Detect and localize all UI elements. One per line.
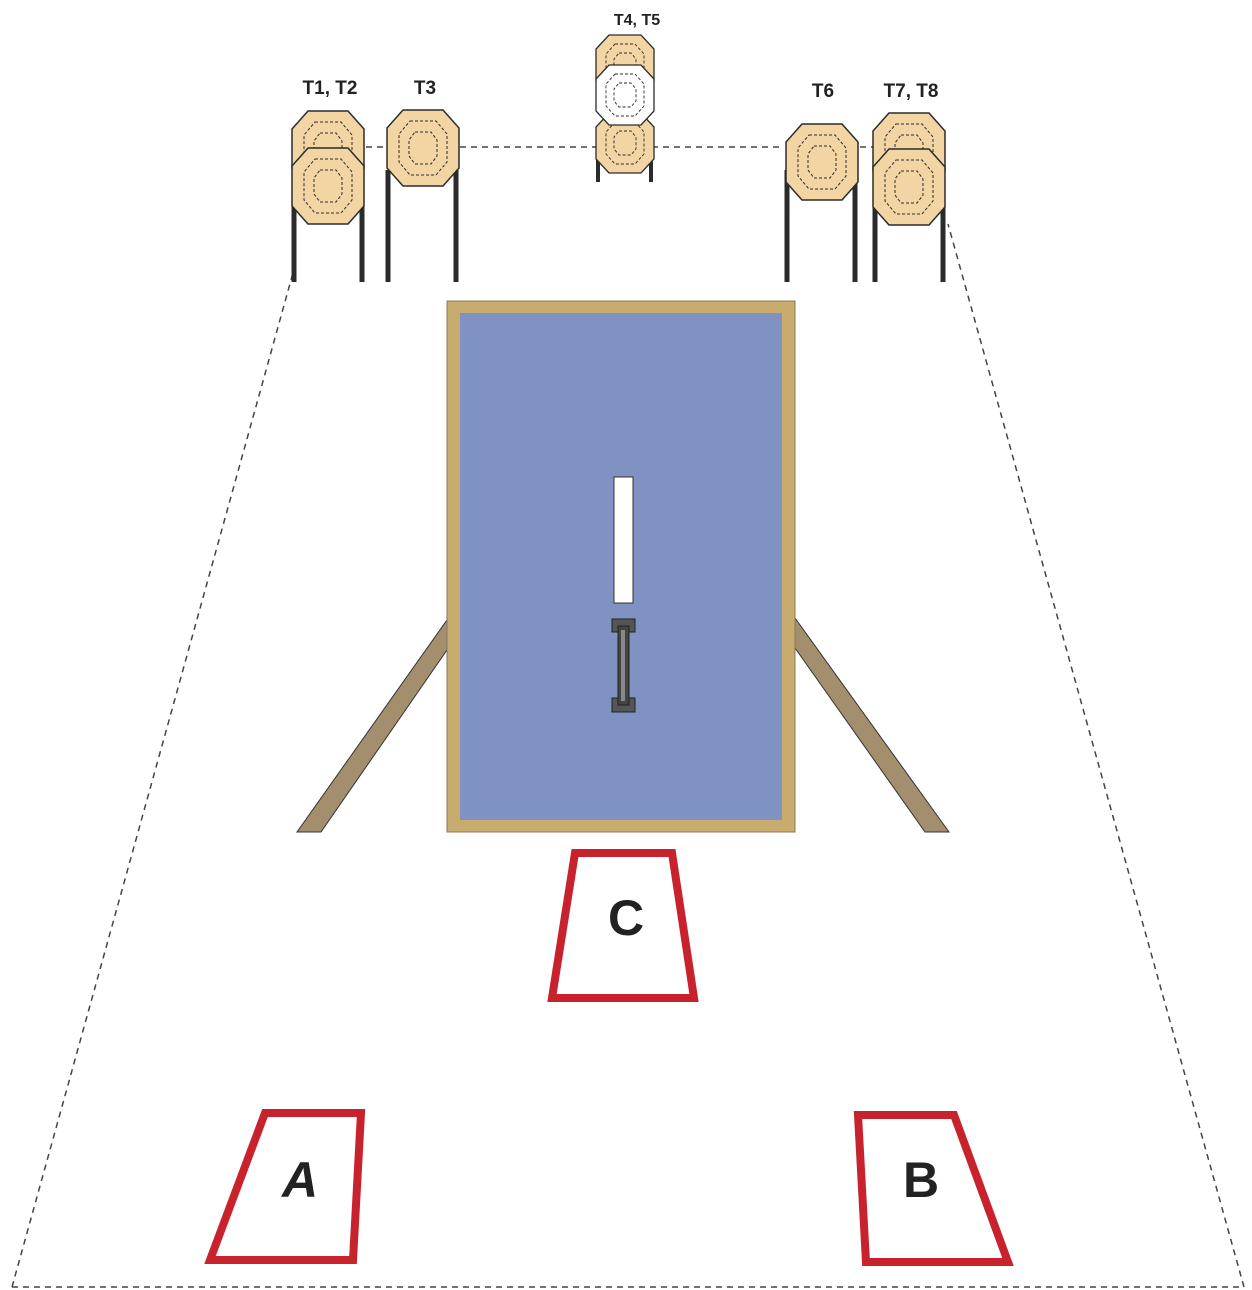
shooting-box-c: C (547, 849, 699, 1002)
target-label-t3: T3 (414, 78, 436, 99)
target-t6: T6 (784, 81, 859, 282)
target-label-t1-t2: T1, T2 (303, 78, 358, 99)
box-label-b: B (903, 1152, 939, 1208)
target-t4-t5: T4, T5 (595, 12, 660, 182)
shooting-box-a: A (204, 1109, 366, 1264)
target-label-t7-t8: T7, T8 (884, 81, 939, 102)
target-t3: T3 (385, 78, 460, 282)
target-label-t6: T6 (812, 81, 834, 102)
target-t7-t8: T7, T8 (872, 81, 946, 282)
target-label-t4-t5: T4, T5 (614, 12, 660, 29)
table-leg-right (794, 616, 950, 833)
box-label-c: C (608, 890, 644, 946)
shooting-box-b: B (853, 1111, 1014, 1266)
rifle-icon (611, 618, 636, 713)
table-leg-left (296, 618, 448, 833)
box-label-a: A (280, 1152, 318, 1208)
target-t1-t2: T1, T2 (291, 78, 365, 282)
stage-boundary (11, 146, 1245, 1288)
table-barricade (296, 300, 950, 833)
white-board (613, 476, 634, 604)
